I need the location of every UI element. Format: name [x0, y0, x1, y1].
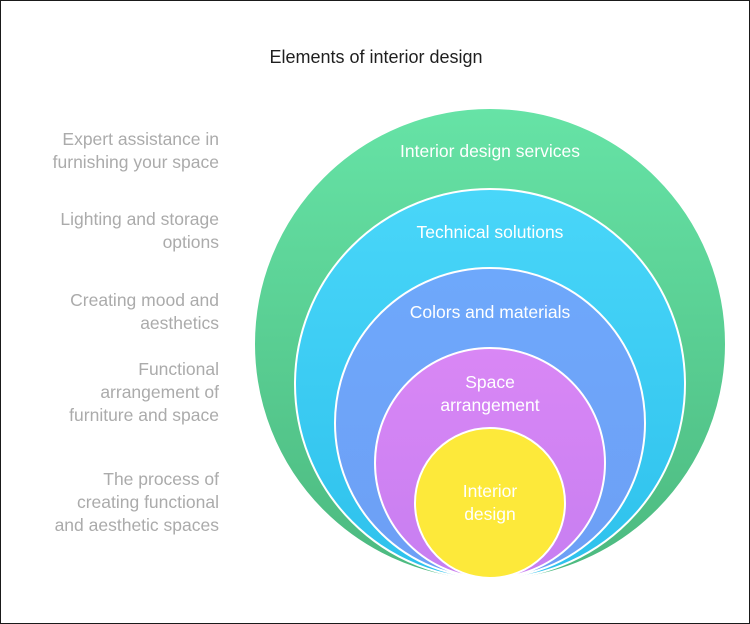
label-line: Space [465, 372, 515, 392]
description-interior-design-services: Expert assistance in furnishing your spa… [52, 129, 219, 172]
label-line: Interior [463, 481, 518, 501]
label-colors-and-materials: Colors and materials [410, 302, 571, 322]
description-colors-and-materials: Creating mood and aesthetics [70, 290, 219, 333]
description-technical-solutions: Lighting and storage options [60, 209, 219, 252]
ring-interior-design-core [414, 427, 566, 579]
label-technical-solutions: Technical solutions [417, 222, 564, 242]
label-interior-design-services: Interior design services [400, 141, 580, 161]
description-interior-design: The process of creating functional and a… [54, 469, 219, 535]
label-space-arrangement: Space arrangement [440, 372, 539, 415]
diagram-title: Elements of interior design [269, 47, 483, 67]
label-interior-design: Interior design [463, 481, 518, 524]
description-space-arrangement: Functional arrangement of furniture and … [69, 359, 219, 425]
label-line: design [464, 504, 516, 524]
label-line: arrangement [440, 395, 539, 415]
